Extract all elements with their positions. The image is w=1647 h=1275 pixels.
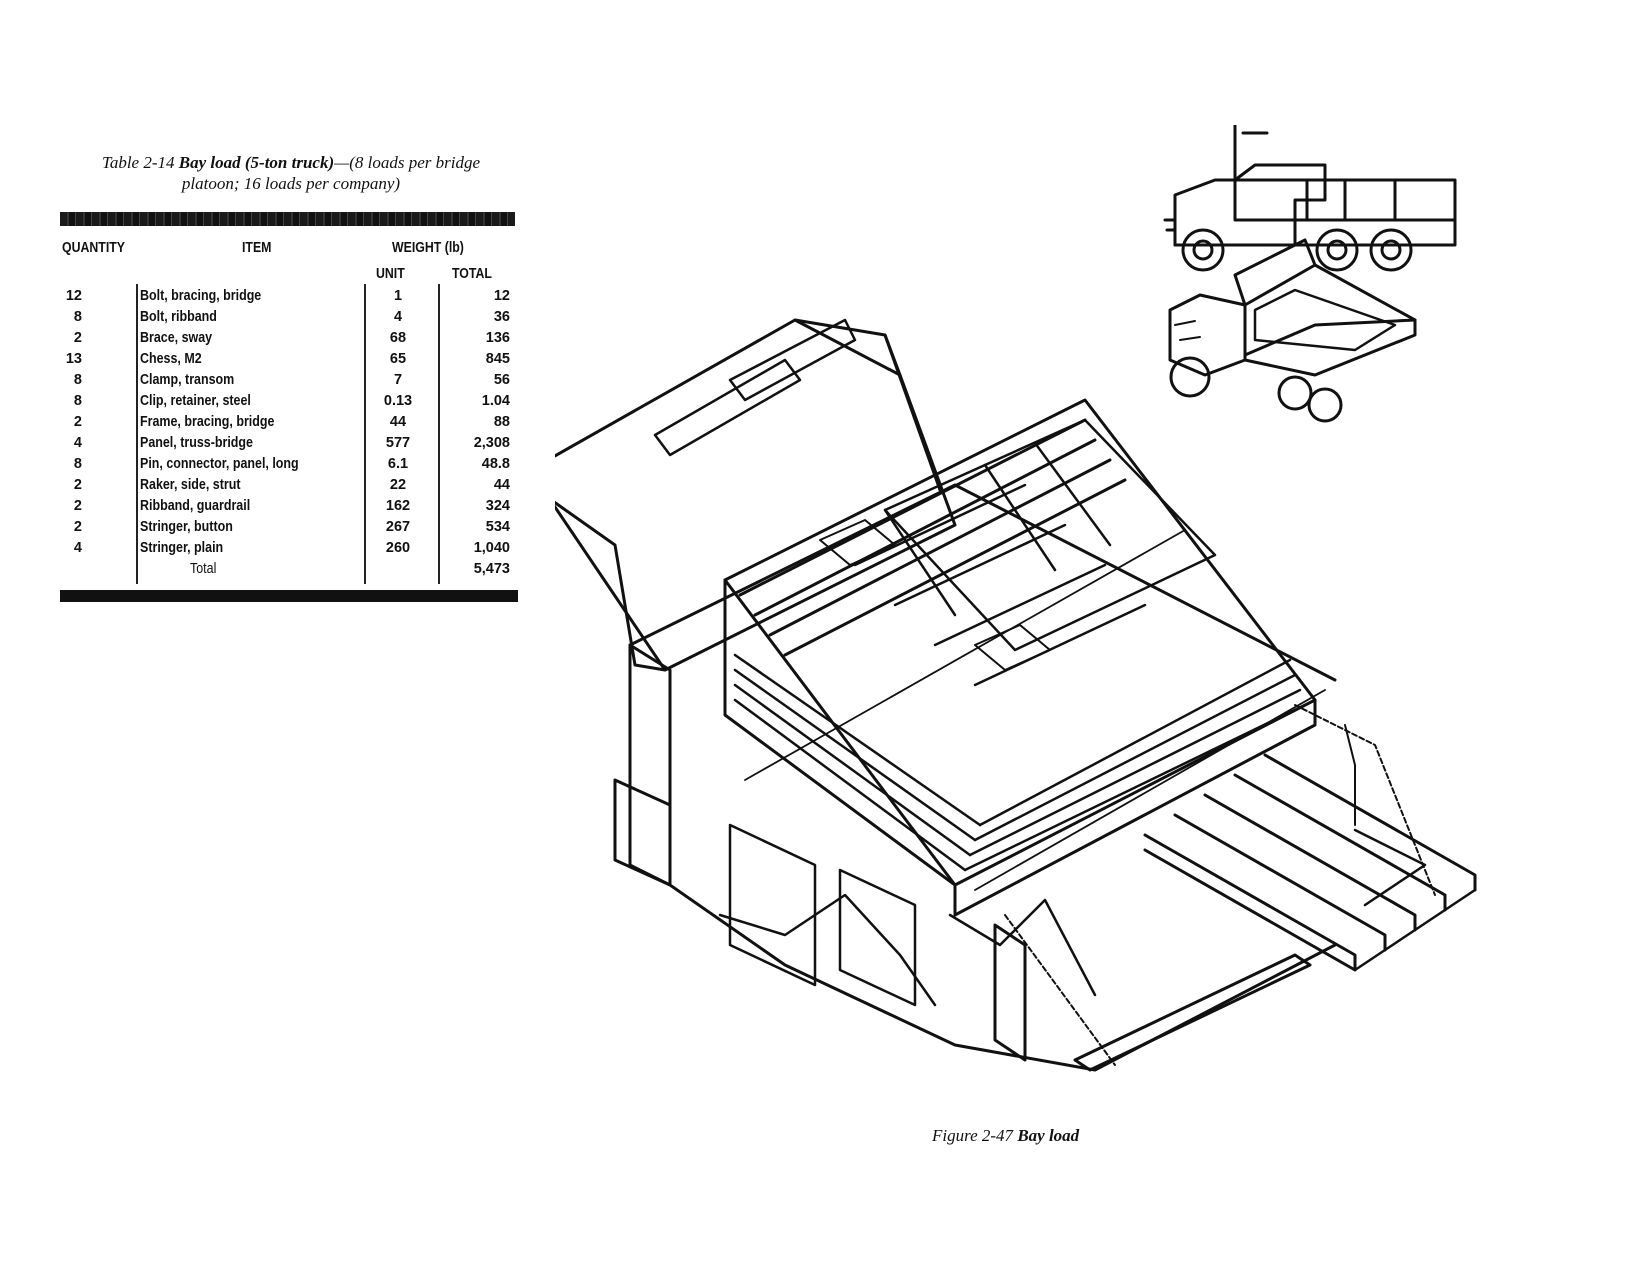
- figure-caption-title: Bay load: [1017, 1126, 1080, 1145]
- cell-quantity: 2: [73, 519, 82, 535]
- cell-total: 44: [493, 477, 510, 493]
- table-row: 2 Raker, side, strut 22 44: [60, 477, 520, 498]
- tailgate-chains: [1004, 704, 1436, 1066]
- figure-caption: Figure 2-47 Bay load: [932, 1126, 1079, 1146]
- cell-item: Pin, connector, panel, long: [140, 456, 299, 472]
- table-row: 8 Clamp, transom 7 56: [60, 372, 520, 393]
- cell-item: Panel, truss-bridge: [140, 435, 253, 451]
- stringers: [1143, 753, 1477, 972]
- truck-perspective-view: [1168, 238, 1417, 423]
- column-divider-unit: [364, 284, 366, 584]
- cell-quantity: 4: [73, 435, 82, 451]
- cell-unit: 162: [385, 498, 411, 514]
- header-item: ITEM: [242, 240, 272, 256]
- column-divider-item: [136, 284, 138, 584]
- cell-quantity: 2: [73, 498, 82, 514]
- cell-unit: 6.1: [387, 456, 409, 472]
- panel-stack: [723, 398, 1326, 917]
- cell-quantity: 13: [65, 351, 82, 367]
- table-row: 8 Pin, connector, panel, long 6.1 48.8: [60, 456, 520, 477]
- cell-item: Stringer, button: [140, 519, 233, 535]
- cell-total: 88: [493, 414, 510, 430]
- header-weight: WEIGHT (lb): [392, 240, 464, 256]
- bay-load-illustration: [555, 125, 1477, 1072]
- total-value: 5,473: [473, 561, 510, 577]
- cab-shield: [555, 318, 957, 672]
- cell-quantity: 8: [73, 309, 82, 325]
- cell-unit: 260: [385, 540, 411, 556]
- cell-total: 56: [493, 372, 510, 388]
- header-quantity: QUANTITY: [62, 240, 125, 256]
- cell-total: 36: [493, 309, 510, 325]
- cell-item: Bolt, ribband: [140, 309, 217, 325]
- cell-item: Chess, M2: [140, 351, 202, 367]
- cell-total: 136: [485, 330, 510, 346]
- table-row: 8 Clip, retainer, steel 0.13 1.04: [60, 393, 520, 414]
- table-row: 8 Bolt, ribband 4 36: [60, 309, 520, 330]
- table-row: 4 Panel, truss-bridge 577 2,308: [60, 435, 520, 456]
- table-row: 2 Frame, bracing, bridge 44 88: [60, 414, 520, 435]
- cell-item: Ribband, guardrail: [140, 498, 251, 514]
- table-total-row: Total 5,473: [60, 561, 520, 582]
- cell-unit: 0.13: [383, 393, 413, 409]
- table-caption: Table 2-14 Bay load (5-ton truck)—(8 loa…: [60, 152, 522, 194]
- table-body: 12 Bolt, bracing, bridge 1 12 8 Bolt, ribban…: [60, 288, 520, 582]
- cell-total: 12: [493, 288, 510, 304]
- cell-quantity: 12: [65, 288, 82, 304]
- cell-unit: 65: [389, 351, 407, 367]
- cell-item: Raker, side, strut: [140, 477, 241, 493]
- table-top-rule: [60, 212, 515, 226]
- truck-bed: [613, 483, 1337, 1072]
- table-caption-title: Bay load (5-ton truck): [178, 153, 335, 172]
- table-caption-prefix: Table 2-14: [101, 153, 175, 172]
- header-total: TOTAL: [452, 266, 492, 282]
- cell-unit: 4: [393, 309, 403, 325]
- table-row: 12 Bolt, bracing, bridge 1 12: [60, 288, 520, 309]
- cell-unit: 68: [389, 330, 407, 346]
- table-row: 4 Stringer, plain 260 1,040: [60, 540, 520, 561]
- cell-total: 1.04: [481, 393, 510, 409]
- cell-total: 48.8: [481, 456, 510, 472]
- table-row: 2 Ribband, guardrail 162 324: [60, 498, 520, 519]
- cell-item: Clamp, transom: [140, 372, 235, 388]
- cell-quantity: 8: [73, 372, 82, 388]
- cell-unit: 1: [393, 288, 403, 304]
- cell-total: 534: [485, 519, 510, 535]
- table-row: 13 Chess, M2 65 845: [60, 351, 520, 372]
- cell-item: Bolt, bracing, bridge: [140, 288, 262, 304]
- cell-quantity: 4: [73, 540, 82, 556]
- cell-quantity: 2: [73, 477, 82, 493]
- total-label: Total: [190, 561, 217, 577]
- cell-item: Clip, retainer, steel: [140, 393, 251, 409]
- cell-total: 1,040: [473, 540, 510, 556]
- table-row: 2 Brace, sway 68 136: [60, 330, 520, 351]
- column-divider-total: [438, 284, 440, 584]
- cell-total: 324: [485, 498, 510, 514]
- table-caption-note-2: platoon; 16 loads per company): [181, 174, 401, 193]
- cell-quantity: 8: [73, 393, 82, 409]
- cell-unit: 44: [389, 414, 407, 430]
- truck-side-view: [1163, 125, 1457, 272]
- cell-item: Brace, sway: [140, 330, 213, 346]
- cell-unit: 267: [385, 519, 411, 535]
- cell-item: Frame, bracing, bridge: [140, 414, 275, 430]
- cell-total: 845: [485, 351, 510, 367]
- rear-bumper: [993, 923, 1312, 1072]
- cell-quantity: 2: [73, 414, 82, 430]
- cell-unit: 577: [385, 435, 411, 451]
- table-row: 2 Stringer, button 267 534: [60, 519, 520, 540]
- cell-quantity: 2: [73, 330, 82, 346]
- table-bottom-rule: [60, 590, 518, 602]
- cell-unit: 7: [393, 372, 403, 388]
- cell-item: Stringer, plain: [140, 540, 224, 556]
- cell-quantity: 8: [73, 456, 82, 472]
- cell-unit: 22: [389, 477, 407, 493]
- table-caption-note: —(8 loads per bridge: [334, 153, 481, 172]
- figure-caption-prefix: Figure 2-47: [932, 1126, 1014, 1145]
- header-unit: UNIT: [376, 266, 405, 282]
- cell-total: 2,308: [473, 435, 510, 451]
